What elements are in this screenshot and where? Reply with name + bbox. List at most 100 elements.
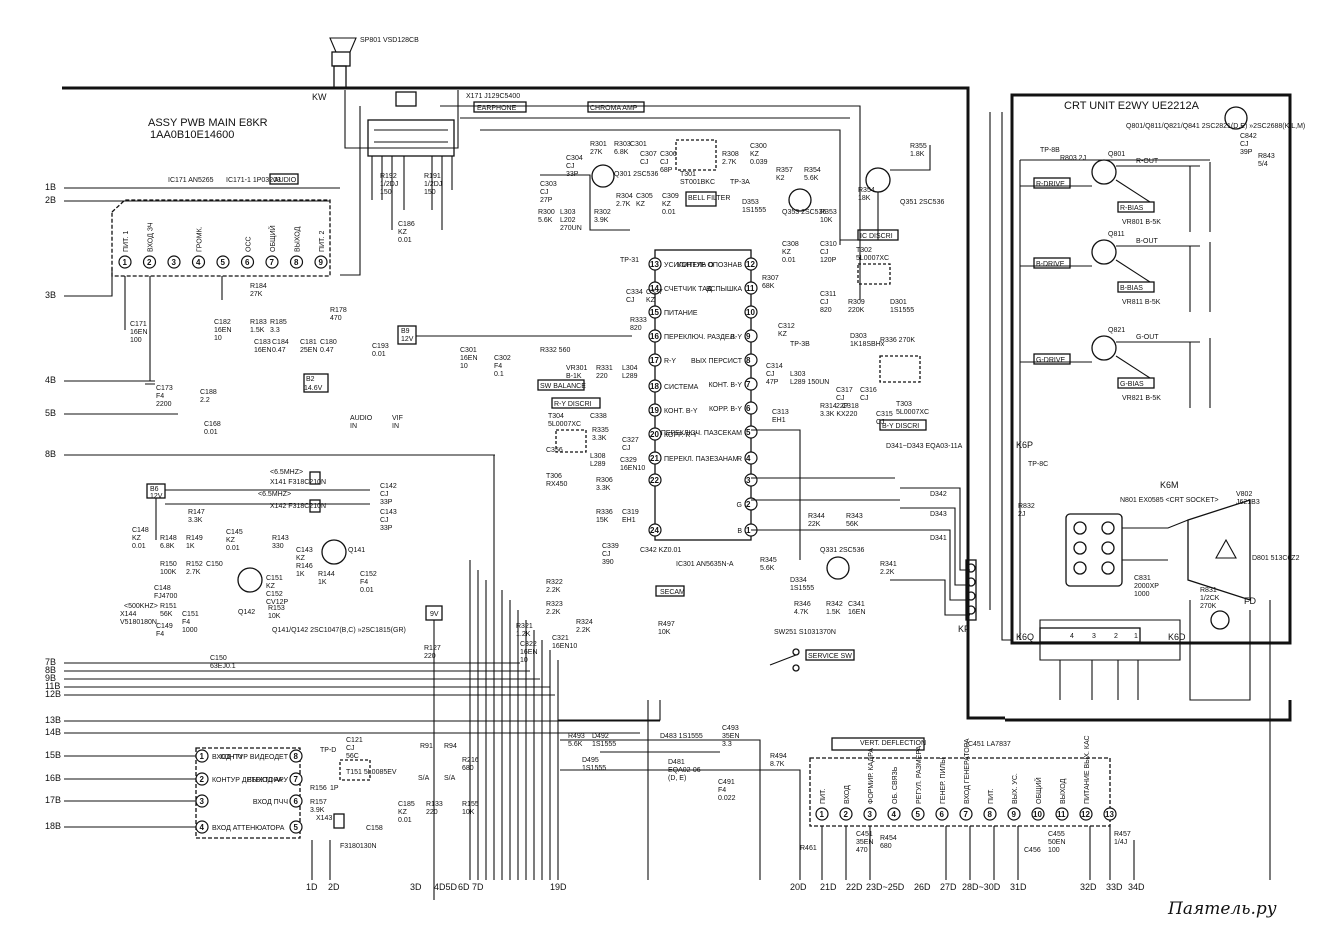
chroma-left-pin-label: ПЕРЕКЛЮЧ. РАЗДЕЛ. bbox=[664, 334, 736, 341]
svg-text:F4: F4 bbox=[360, 579, 368, 586]
svg-text:EH1: EH1 bbox=[622, 517, 636, 524]
svg-text:100: 100 bbox=[130, 337, 142, 344]
svg-text:56K: 56K bbox=[846, 521, 859, 528]
vert-pin-label: ВЫХ. УС. bbox=[1012, 773, 1019, 804]
svg-text:C310: C310 bbox=[820, 241, 837, 248]
audio-pin-label: ВХОД ЗЧ bbox=[148, 222, 155, 252]
crt-transistor-2 bbox=[1091, 335, 1117, 361]
svg-text:120P: 120P bbox=[820, 257, 837, 264]
audio-pin-num: 7 bbox=[270, 258, 275, 267]
svg-text:CJ: CJ bbox=[622, 445, 631, 452]
svg-text:R307: R307 bbox=[762, 275, 779, 282]
svg-text:R308: R308 bbox=[722, 151, 739, 158]
vert-pin-label: ВХОД bbox=[844, 785, 851, 804]
svg-text:1K: 1K bbox=[296, 571, 305, 578]
v14-label: 14.6V bbox=[304, 385, 323, 392]
svg-text:1.2K: 1.2K bbox=[516, 631, 531, 638]
svg-text:10K: 10K bbox=[658, 629, 671, 636]
svg-text:16EN: 16EN bbox=[520, 649, 538, 656]
vert-pin-num: 7 bbox=[964, 810, 969, 819]
tp3b-label: TP-3B bbox=[790, 341, 810, 348]
svg-text:R332 560: R332 560 bbox=[540, 347, 570, 354]
svg-text:R146: R146 bbox=[296, 563, 313, 570]
svg-text:D481: D481 bbox=[668, 759, 685, 766]
svg-text:T301: T301 bbox=[680, 171, 696, 178]
svg-text:1K: 1K bbox=[318, 579, 327, 586]
svg-text:CJ: CJ bbox=[602, 551, 611, 558]
audio-pin-9 bbox=[314, 255, 328, 269]
svg-text:C327: C327 bbox=[622, 437, 639, 444]
svg-text:CJ: CJ bbox=[660, 159, 669, 166]
svg-text:C148: C148 bbox=[154, 585, 171, 592]
audio-pin-num: 3 bbox=[172, 258, 177, 267]
svg-text:5L0007XC: 5L0007XC bbox=[856, 255, 889, 262]
svg-text:C183: C183 bbox=[254, 339, 271, 346]
svg-text:CJ: CJ bbox=[566, 163, 575, 170]
chroma-left-pin-num: 13 bbox=[650, 260, 659, 269]
svg-text:F4: F4 bbox=[156, 393, 164, 400]
svg-text:C149: C149 bbox=[156, 623, 173, 630]
svg-text:C142: C142 bbox=[380, 483, 397, 490]
svg-text:470: 470 bbox=[856, 847, 868, 854]
svg-text:10: 10 bbox=[214, 335, 222, 342]
svg-text:R153: R153 bbox=[268, 605, 285, 612]
crt-unit: CRT UNIT E2WY UE2212A Q801/Q811/Q821/Q84… bbox=[1016, 100, 1305, 880]
port-32d: 32D bbox=[1080, 882, 1097, 892]
vert-pin-1 bbox=[815, 807, 829, 821]
earphone-jack bbox=[367, 91, 455, 230]
crt-bias-box-0 bbox=[1117, 201, 1155, 213]
port-17b: 17B bbox=[45, 795, 61, 805]
chroma-right-pin-label: КОРР. B-Y bbox=[709, 406, 742, 413]
svg-text:C185: C185 bbox=[398, 801, 415, 808]
svg-text:T306: T306 bbox=[546, 473, 562, 480]
vertical-bus-lines bbox=[311, 455, 801, 880]
chroma-left-pin-num: 15 bbox=[650, 308, 659, 317]
svg-text:KZ: KZ bbox=[296, 555, 306, 562]
chroma-right-pin-9 bbox=[744, 329, 758, 343]
svg-text:R336 270K: R336 270K bbox=[880, 337, 915, 344]
tp31-label: TP-31 bbox=[620, 257, 639, 264]
svg-text:X144: X144 bbox=[120, 611, 136, 618]
port-1d: 1D bbox=[306, 882, 318, 892]
vert-pin-label: ПИТ. bbox=[988, 788, 995, 804]
svg-text:R133: R133 bbox=[426, 801, 443, 808]
svg-text:KZ: KZ bbox=[750, 151, 760, 158]
chroma-right-pin-num: 11 bbox=[746, 284, 755, 293]
chroma-right-pin-11 bbox=[744, 281, 758, 295]
svg-text:F4: F4 bbox=[182, 619, 190, 626]
svg-text:V5180180N: V5180180N bbox=[120, 619, 157, 626]
svg-text:C338: C338 bbox=[590, 413, 607, 420]
svg-text:(D, E): (D, E) bbox=[668, 775, 686, 782]
vert-pin-num: 11 bbox=[1057, 810, 1066, 819]
crt-channel-wire-0 bbox=[1020, 165, 1200, 203]
svg-text:0.01: 0.01 bbox=[398, 237, 412, 244]
crt-drive-label: B-DRIVE bbox=[1036, 261, 1065, 268]
svg-text:C329: C329 bbox=[620, 457, 637, 464]
chroma-amp-label: CHROMA AMP bbox=[590, 105, 638, 112]
svg-text:CJ: CJ bbox=[540, 189, 549, 196]
svg-text:5.6K: 5.6K bbox=[804, 175, 819, 182]
svg-text:EH1: EH1 bbox=[772, 417, 786, 424]
crt-bias-box-2 bbox=[1117, 377, 1155, 389]
svg-text:C121: C121 bbox=[346, 737, 363, 744]
chroma-right-pin-num: 4 bbox=[746, 454, 751, 463]
port-13b: 13B bbox=[45, 715, 61, 725]
svg-text:C317: C317 bbox=[836, 387, 853, 394]
svg-text:0.022: 0.022 bbox=[718, 795, 736, 802]
svg-text:68K: 68K bbox=[762, 283, 775, 290]
svg-text:R831: R831 bbox=[1200, 587, 1217, 594]
svg-text:S/A: S/A bbox=[418, 775, 430, 782]
svg-text:FJ4700: FJ4700 bbox=[154, 593, 177, 600]
svg-text:1.8K: 1.8K bbox=[910, 151, 925, 158]
svg-text:R354: R354 bbox=[858, 187, 875, 194]
svg-text:39P: 39P bbox=[1240, 149, 1253, 156]
svg-text:IN: IN bbox=[392, 423, 399, 430]
main-board-title: ASSY PWB MAIN E8KR bbox=[148, 117, 268, 129]
svg-text:18K: 18K bbox=[858, 195, 871, 202]
if-left-pin-num: 3 bbox=[200, 797, 205, 806]
crt-drive-box-0 bbox=[1033, 177, 1071, 189]
